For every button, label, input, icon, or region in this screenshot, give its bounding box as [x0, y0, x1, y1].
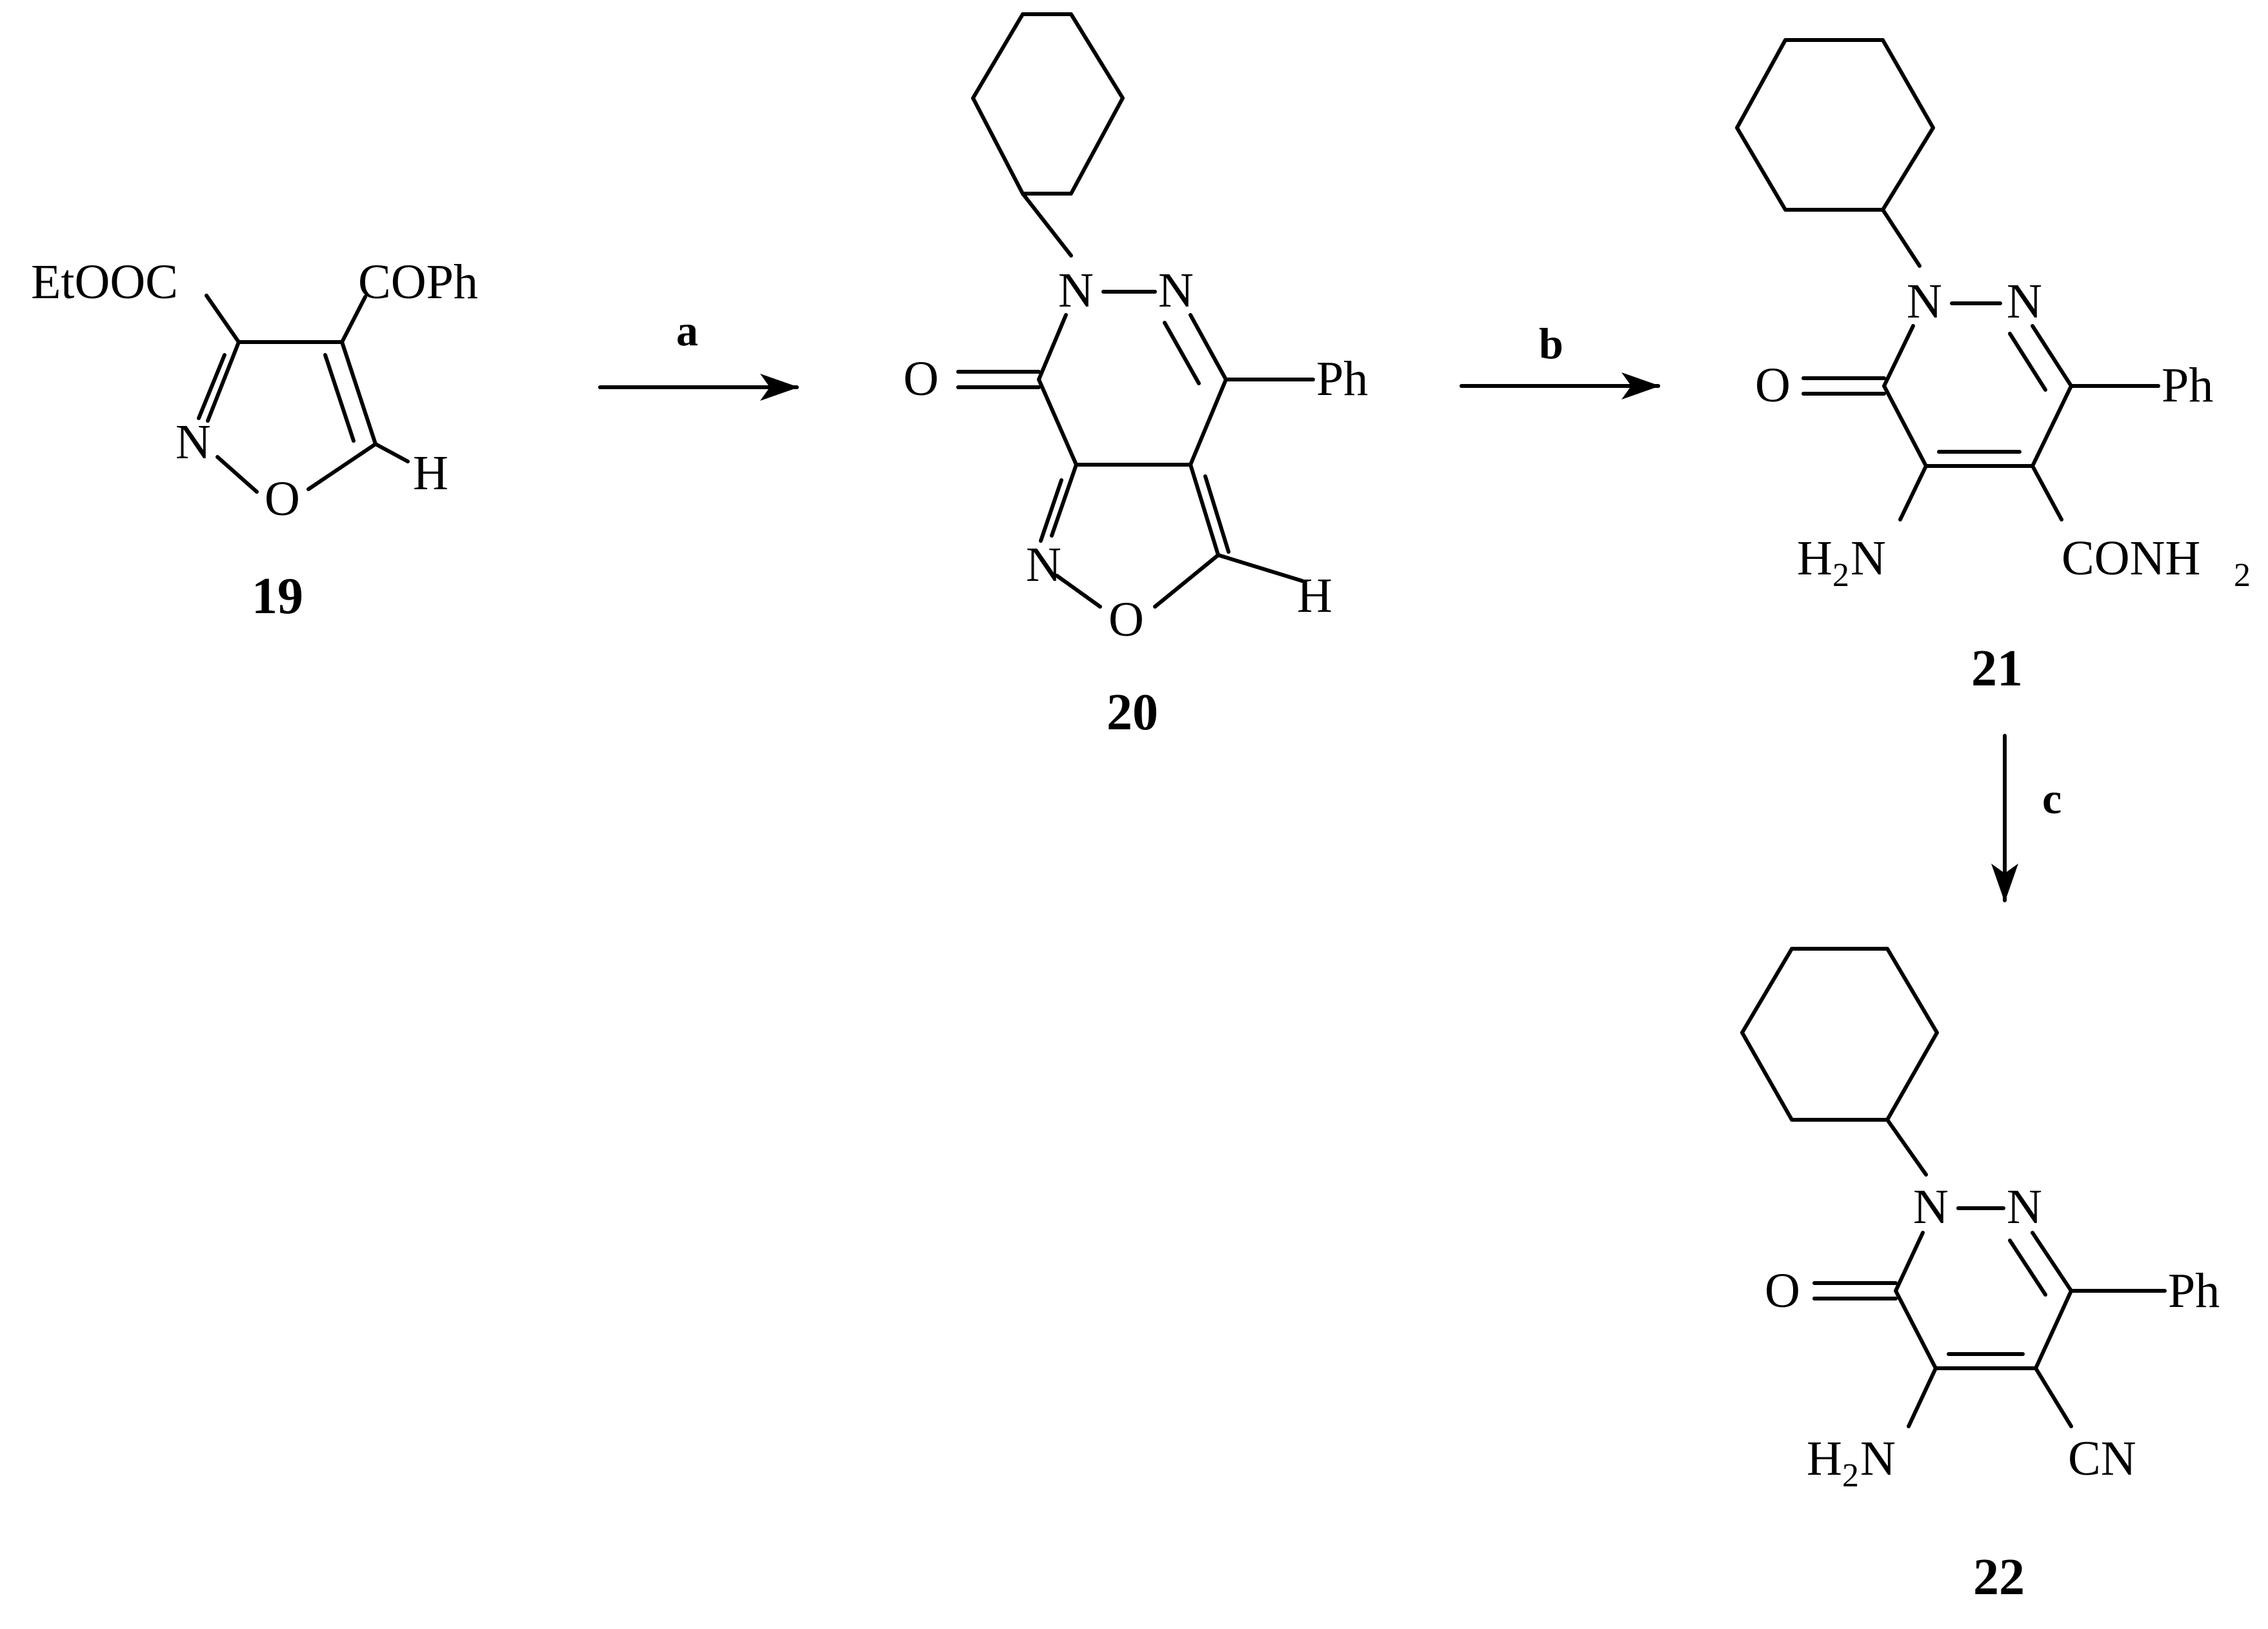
n1-label: N	[1913, 1180, 1949, 1234]
amine-label: H 2 N	[1807, 1432, 1896, 1494]
compound-number-20: 20	[1107, 684, 1158, 741]
compound-19-bonds	[197, 294, 410, 494]
compound-21-bonds	[1735, 38, 2160, 521]
carbonyl-o-label: O	[903, 352, 939, 406]
svg-text:H: H	[1807, 1432, 1842, 1486]
svg-text:CONH: CONH	[2062, 531, 2200, 585]
n2-label: N	[2007, 274, 2042, 329]
isoxazole-o-label: O	[265, 472, 300, 526]
isoxazole-o-label: O	[1109, 592, 1144, 647]
compound-19: EtOOC COPh N O H 19	[31, 255, 478, 625]
step-a: a	[598, 306, 799, 401]
compound-number-22: 22	[1973, 1549, 2025, 1606]
compound-22-bonds	[1740, 947, 2167, 1428]
amide-label: CONH 2	[2062, 531, 2251, 594]
compound-number-21: 21	[1971, 640, 2023, 697]
phenyl-label: Ph	[2168, 1264, 2220, 1318]
n2-label: N	[2007, 1180, 2042, 1234]
compound-21: N N O Ph H 2 N CONH 2 21	[1735, 38, 2251, 697]
phenyl-label: Ph	[1316, 352, 1368, 406]
isoxazole-n-label: N	[176, 415, 211, 469]
amine-label: H 2 N	[1797, 531, 1886, 594]
svg-text:2: 2	[2234, 557, 2251, 594]
ester-label: EtOOC	[31, 255, 178, 309]
carbonyl-o-label: O	[1765, 1264, 1800, 1318]
n1-label: N	[1907, 274, 1942, 329]
svg-text:N: N	[1851, 531, 1886, 585]
step-b-label: b	[1539, 319, 1563, 368]
nitrile-label: CN	[2068, 1432, 2136, 1486]
isoxazole-n-label: N	[1026, 538, 1061, 592]
step-c-label: c	[2042, 774, 2062, 823]
compound-number-19: 19	[252, 568, 303, 625]
compound-20: N N O Ph N O H 20	[903, 12, 1368, 741]
ketone-label: COPh	[358, 255, 478, 309]
carbonyl-o-label: O	[1755, 358, 1791, 412]
step-a-label: a	[676, 306, 698, 355]
n2-label: N	[1158, 263, 1194, 318]
svg-text:2: 2	[1842, 1457, 1859, 1494]
ring-h-label: H	[1297, 569, 1332, 623]
step-b: b	[1460, 319, 1660, 400]
n1-label: N	[1058, 263, 1094, 318]
svg-text:2: 2	[1832, 557, 1849, 594]
step-c: c	[1991, 734, 2062, 902]
phenyl-label: Ph	[2162, 358, 2213, 412]
compound-22: N N O Ph H 2 N CN 22	[1740, 947, 2220, 1606]
ring-h-label: H	[413, 446, 448, 500]
svg-text:H: H	[1797, 531, 1832, 585]
compound-20-bonds	[956, 12, 1315, 609]
svg-text:N: N	[1860, 1432, 1896, 1486]
